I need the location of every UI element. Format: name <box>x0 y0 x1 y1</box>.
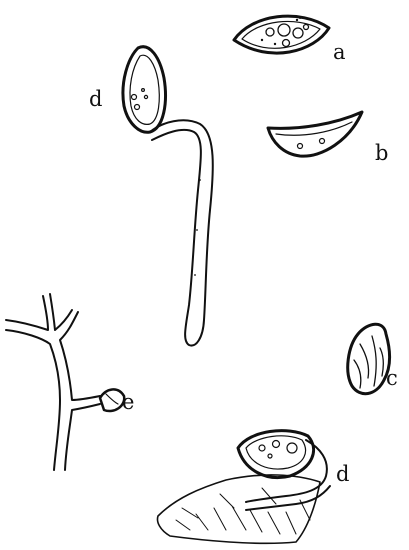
label-e: e <box>122 392 134 413</box>
mycelium-e <box>6 294 124 470</box>
label-a: a <box>333 42 346 63</box>
spore-b <box>268 112 362 156</box>
label-d-lower: d <box>336 464 349 485</box>
spore-d-lower <box>158 431 331 544</box>
spore-d-upper <box>123 47 213 346</box>
label-c: c <box>386 368 398 389</box>
spore-c <box>348 324 390 393</box>
spore-a <box>234 16 329 53</box>
label-d-upper: d <box>89 89 102 110</box>
label-b: b <box>375 143 388 164</box>
